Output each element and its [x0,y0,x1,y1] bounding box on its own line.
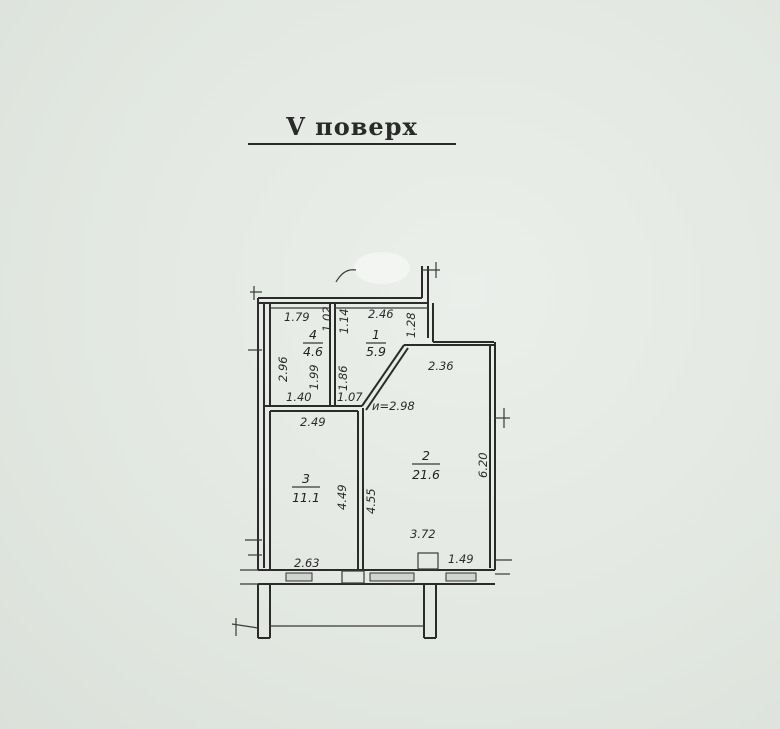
svg-text:2.46: 2.46 [368,307,394,321]
svg-text:и=2.98: и=2.98 [372,399,415,413]
windows [285,552,477,584]
svg-text:3.72: 3.72 [410,527,436,541]
svg-text:1: 1 [372,327,380,342]
stray-stroke [335,269,357,283]
room-2: 2 21.6 [412,448,440,482]
svg-text:2.49: 2.49 [300,415,326,429]
paper-smudge [354,252,410,284]
svg-text:4: 4 [309,327,317,342]
svg-text:2.96: 2.96 [276,356,290,382]
svg-text:2.63: 2.63 [294,556,320,570]
svg-text:4.6: 4.6 [303,344,323,359]
svg-text:1.07: 1.07 [337,390,363,404]
svg-text:2.36: 2.36 [428,359,454,373]
interior-walls [264,303,428,570]
dimension-labels: 1.79 1.02 2.96 1.99 1.40 2.46 1.14 1.28 … [276,306,490,570]
floor-title: V поверх [248,112,456,145]
svg-text:4.49: 4.49 [335,484,349,510]
svg-text:4.55: 4.55 [364,488,378,514]
svg-text:1.49: 1.49 [448,552,474,566]
svg-text:6.20: 6.20 [476,452,490,478]
svg-text:2: 2 [422,448,430,463]
svg-text:1.86: 1.86 [336,365,350,391]
svg-text:21.6: 21.6 [412,467,440,482]
svg-text:1.99: 1.99 [307,364,321,390]
room-4: 4 4.6 [303,327,323,359]
room-3: 3 11.1 [292,471,320,505]
svg-text:1.79: 1.79 [284,310,310,324]
room-1: 1 5.9 [366,327,386,359]
svg-text:1.28: 1.28 [404,312,418,338]
outer-walls [240,262,512,585]
svg-text:5.9: 5.9 [366,344,386,359]
svg-text:1.14: 1.14 [337,308,351,334]
svg-text:1.02: 1.02 [320,306,334,332]
svg-text:3: 3 [302,471,310,486]
svg-text:11.1: 11.1 [292,490,320,505]
svg-text:1.40: 1.40 [286,390,312,404]
balcony [231,584,437,639]
